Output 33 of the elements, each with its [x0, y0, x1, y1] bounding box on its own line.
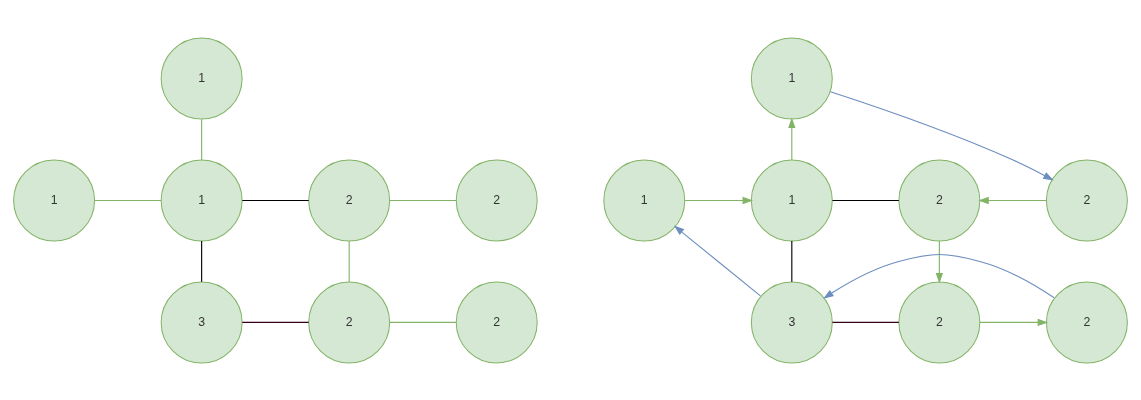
- connector: [241, 321, 310, 323]
- node-circle: 1: [13, 159, 96, 241]
- connector: [791, 240, 793, 282]
- arrow: [978, 196, 1047, 204]
- node-circle: 2: [308, 159, 391, 241]
- node-circle: 1: [160, 159, 243, 241]
- arrow: [788, 116, 796, 160]
- node-circle: 2: [455, 159, 538, 241]
- node-circle: 1: [750, 159, 833, 241]
- node-circle: 2: [898, 280, 981, 363]
- connector: [94, 199, 162, 201]
- node-circle: 2: [308, 280, 391, 363]
- node-circle: 2: [455, 280, 538, 363]
- connector: [348, 240, 350, 282]
- node-circle: 2: [898, 159, 981, 241]
- connector: [389, 321, 457, 323]
- arrow: [673, 225, 761, 296]
- arrow: [829, 90, 1054, 180]
- node-circle: 1: [160, 37, 243, 120]
- arrow: [935, 240, 944, 284]
- arrow: [979, 318, 1049, 326]
- arrow: [823, 253, 1055, 299]
- node-circle: 3: [160, 280, 243, 363]
- connector: [831, 199, 900, 201]
- node-circle: 2: [1045, 280, 1128, 363]
- connector: [201, 240, 203, 282]
- arrow: [684, 196, 753, 204]
- connector: [241, 199, 310, 201]
- connector: [201, 118, 203, 160]
- node-circle: 2: [1045, 159, 1128, 241]
- connector: [831, 321, 900, 323]
- node-circle: 1: [750, 37, 833, 120]
- connector: [389, 199, 457, 201]
